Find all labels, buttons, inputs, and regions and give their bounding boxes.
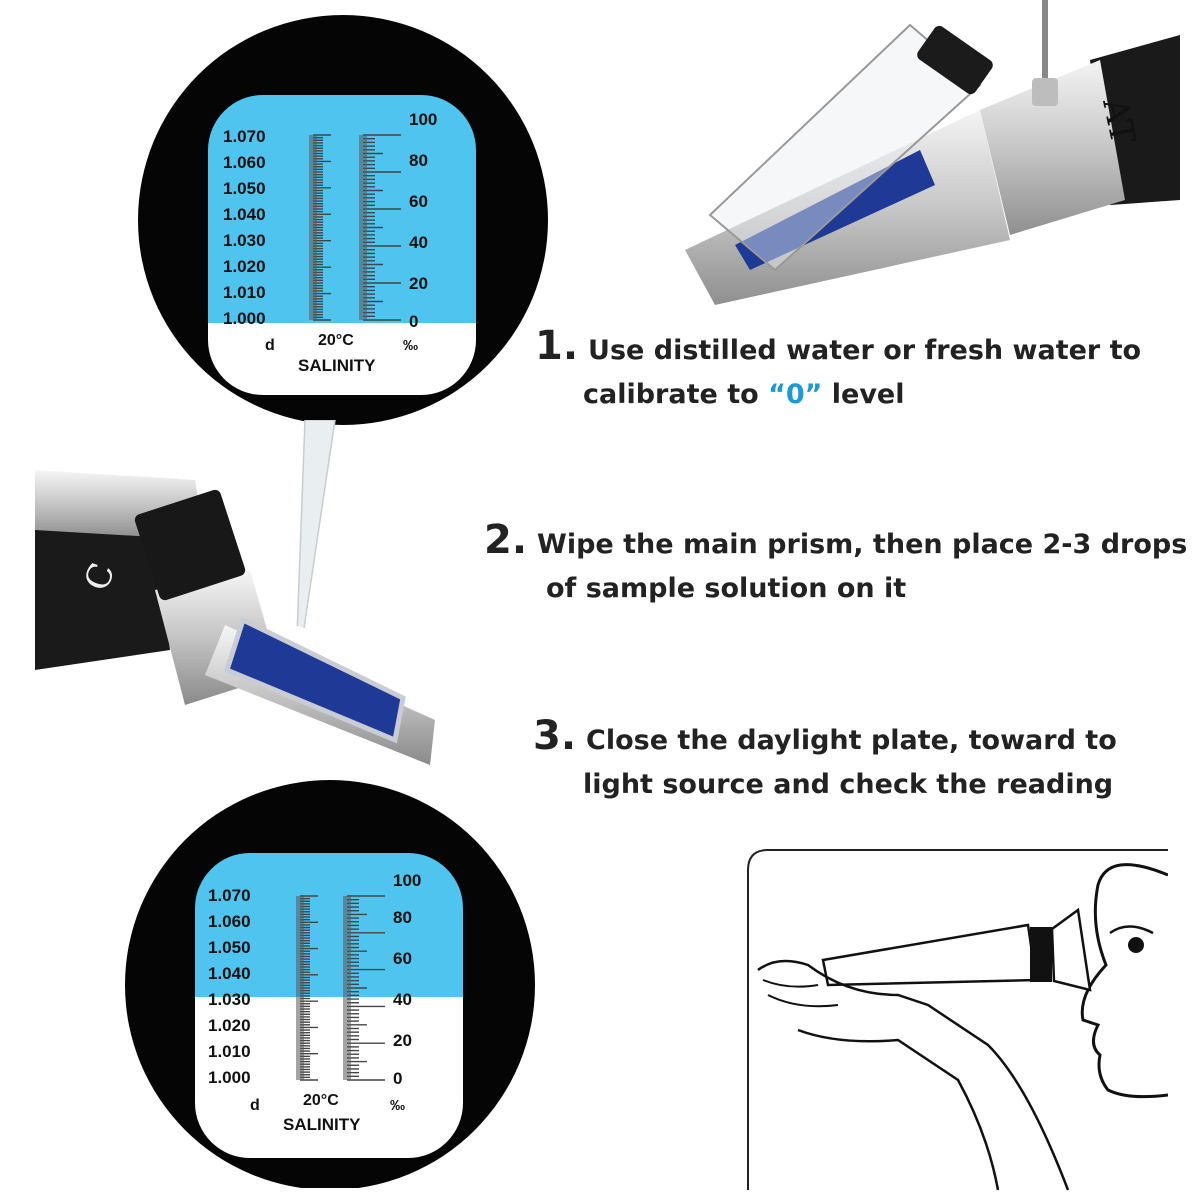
calibration-screwdriver bbox=[1042, 0, 1048, 80]
step-text-line2: calibrate to bbox=[583, 379, 769, 410]
step-text-line2: of sample solution on it bbox=[546, 573, 907, 604]
scale-column bbox=[309, 135, 317, 320]
salinity-label: SALINITY bbox=[298, 356, 376, 375]
sg-label: 1.040 bbox=[223, 205, 266, 224]
sg-label: 1.020 bbox=[223, 257, 266, 276]
sample-drop bbox=[288, 626, 306, 638]
sg-label: 1.010 bbox=[208, 1042, 251, 1061]
rubber-grip bbox=[35, 515, 170, 670]
temperature-label: 20°C bbox=[318, 332, 354, 349]
ppt-label: 80 bbox=[409, 151, 428, 170]
sg-label: 1.030 bbox=[208, 990, 251, 1009]
refractometer-outline bbox=[821, 923, 1038, 987]
step-2-instruction: 2. Wipe the main prism, then place 2-3 dr… bbox=[484, 518, 1187, 611]
unit-d: d bbox=[250, 1097, 260, 1114]
atc-marking: AT bbox=[1094, 94, 1143, 148]
step-text-line1: Use distilled water or fresh water to bbox=[588, 335, 1142, 366]
hand-arm bbox=[757, 959, 1070, 1191]
calibration-screw bbox=[1032, 78, 1058, 106]
ppt-label: 60 bbox=[393, 949, 412, 968]
sg-label: 1.070 bbox=[223, 127, 266, 146]
ppt-label: 100 bbox=[409, 110, 437, 129]
scale-column bbox=[296, 896, 304, 1080]
ppt-label: 40 bbox=[409, 233, 428, 252]
sg-label: 1.050 bbox=[208, 938, 251, 957]
step-3-instruction: 3. Close the daylight plate, toward to li… bbox=[533, 714, 1117, 807]
ppt-label: 20 bbox=[409, 274, 428, 293]
sg-label: 1.030 bbox=[223, 231, 266, 250]
step-number: 3. bbox=[533, 713, 577, 759]
salinity-label: SALINITY bbox=[283, 1115, 361, 1134]
plate-hinge bbox=[134, 489, 246, 601]
scale-white-field bbox=[195, 997, 463, 1158]
scope-view-reading: 1.070 1.060 1.050 1.040 1.030 1.020 1.01… bbox=[125, 780, 535, 1188]
step-number: 2. bbox=[484, 517, 528, 563]
face-outline bbox=[1080, 863, 1168, 1099]
sg-label: 1.050 bbox=[223, 179, 266, 198]
step-text-line2: light source and check the reading bbox=[583, 769, 1114, 800]
person-reading-illustration bbox=[747, 849, 1168, 1191]
scale-column bbox=[343, 896, 351, 1080]
ppt-label: 20 bbox=[393, 1031, 412, 1050]
scale-column bbox=[359, 135, 367, 320]
ppt-label: 0 bbox=[393, 1069, 402, 1088]
sg-label: 1.010 bbox=[223, 283, 266, 302]
sg-label: 1.060 bbox=[208, 912, 251, 931]
scale-blue-field bbox=[208, 95, 476, 325]
step-text-line2-end: level bbox=[822, 379, 905, 410]
dropper-pipette bbox=[296, 420, 336, 636]
sg-label: 1.040 bbox=[208, 964, 251, 983]
sg-label: 1.070 bbox=[208, 886, 251, 905]
ppt-label: 100 bbox=[393, 871, 421, 890]
eye bbox=[1128, 937, 1144, 953]
plate-hinge bbox=[917, 25, 993, 95]
prism-blue bbox=[223, 616, 406, 744]
ppt-label: 80 bbox=[393, 908, 412, 927]
scale-blue-field bbox=[195, 853, 463, 997]
step-text-line1: Close the daylight plate, toward to bbox=[586, 725, 1117, 756]
eyepiece bbox=[1050, 907, 1092, 992]
scope-view-calibration: 1.070 1.060 1.050 1.040 1.030 1.020 1.01… bbox=[138, 15, 548, 425]
illustration-frame bbox=[747, 849, 1168, 1190]
zero-highlight: “0” bbox=[768, 379, 823, 410]
ppt-label: 60 bbox=[409, 192, 428, 211]
sg-label: 1.060 bbox=[223, 153, 266, 172]
device-body bbox=[980, 60, 1125, 235]
palm-wrist bbox=[797, 1028, 1000, 1191]
sg-label: 1.000 bbox=[223, 309, 266, 328]
temperature-label: 20°C bbox=[303, 1092, 339, 1109]
step-text-line1: Wipe the main prism, then place 2-3 drop… bbox=[537, 529, 1188, 560]
step-number: 1. bbox=[535, 323, 579, 369]
unit-ppt: ‰ bbox=[390, 1097, 405, 1114]
eyebrow bbox=[1109, 925, 1154, 935]
unit-ppt: ‰ bbox=[403, 337, 418, 354]
eyepiece-band bbox=[1030, 927, 1052, 982]
sg-label: 1.000 bbox=[208, 1068, 251, 1087]
sg-label: 1.020 bbox=[208, 1016, 251, 1035]
ppt-label: 0 bbox=[409, 312, 418, 331]
ppt-label: 40 bbox=[393, 990, 412, 1009]
prism-blue bbox=[735, 150, 935, 270]
refractometer-sample-image: C bbox=[35, 420, 435, 765]
step-1-instruction: 1.Use distilled water or fresh water to … bbox=[535, 324, 1141, 417]
refractometer-calibrating-image: AT bbox=[685, 0, 1180, 305]
unit-d: d bbox=[265, 337, 275, 354]
fingers bbox=[762, 979, 839, 1008]
